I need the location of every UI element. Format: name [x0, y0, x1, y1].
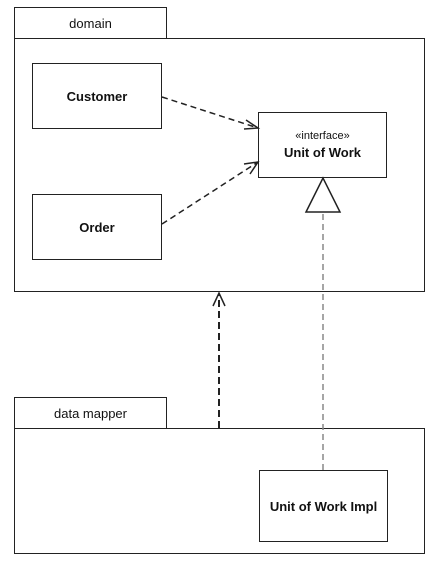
domain-package-label: domain	[69, 16, 112, 31]
domain-package-tab: domain	[14, 7, 167, 39]
unit-of-work-interface: «interface» Unit of Work	[258, 112, 387, 178]
interface-stereotype: «interface»	[295, 130, 350, 142]
package-dependency-arrowhead	[212, 291, 226, 307]
customer-class-name: Customer	[66, 88, 128, 104]
unit-of-work-name: Unit of Work	[283, 145, 362, 160]
customer-dependency-arrowhead	[243, 119, 261, 130]
order-class: Order	[32, 194, 162, 260]
order-dependency-line	[161, 161, 259, 225]
unit-of-work-impl-name: Unit of Work Impl	[269, 498, 378, 514]
unit-of-work-impl-class: Unit of Work Impl	[259, 470, 388, 542]
order-class-name: Order	[79, 219, 115, 235]
data-mapper-package-tab: data mapper	[14, 397, 167, 429]
data-mapper-package-label: data mapper	[54, 406, 127, 421]
order-dependency-arrowhead	[243, 161, 260, 175]
customer-dependency-line	[161, 96, 259, 129]
realization-triangle	[304, 176, 342, 213]
customer-class: Customer	[32, 63, 162, 129]
